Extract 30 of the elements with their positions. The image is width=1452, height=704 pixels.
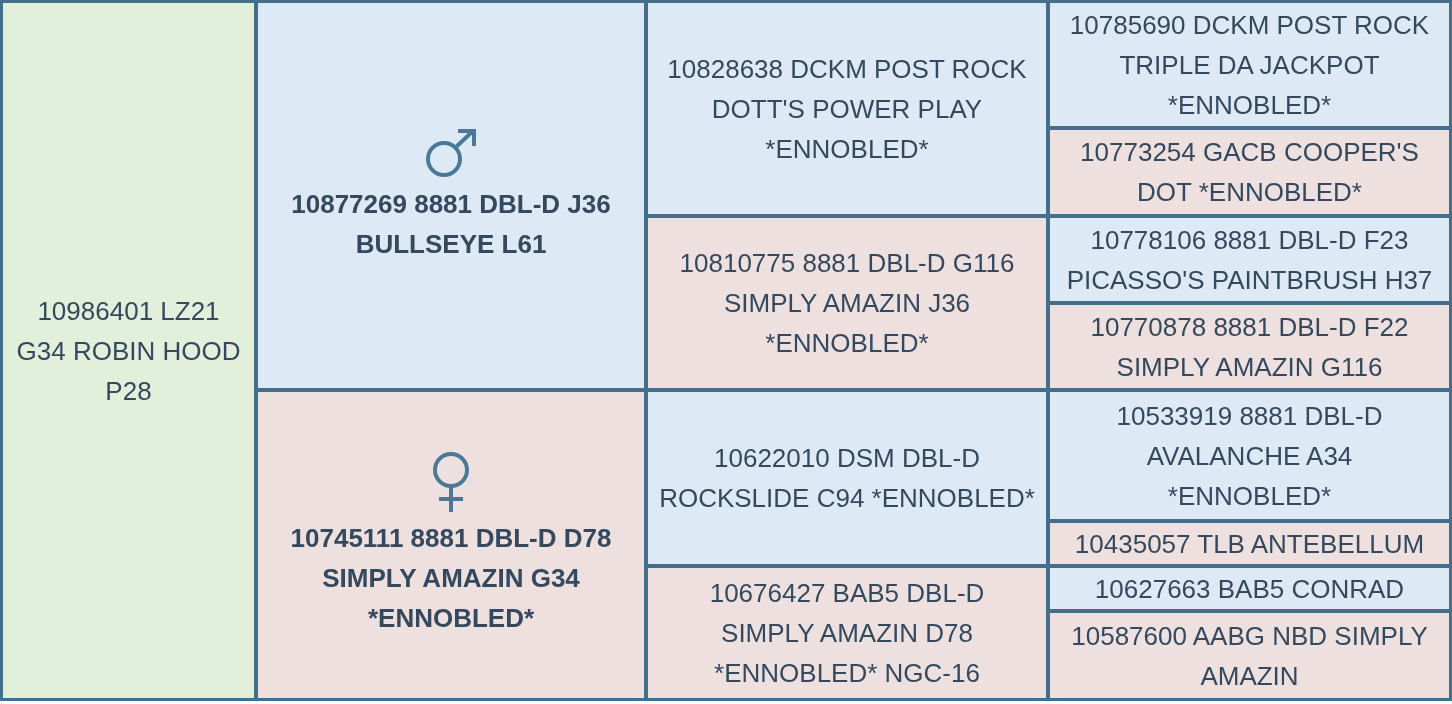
parent-name: 10877269 8881 DBL-D J36 BULLSEYE L61 (290, 187, 612, 261)
pedigree-cell (1050, 305, 1449, 388)
pedigree-cell (1050, 392, 1449, 519)
ancestor-name: 10810775 8881 DBL-D G116 SIMPLY AMAZIN J36 *ENNOBLED* (678, 247, 1016, 360)
pedigree-cell (648, 568, 1046, 698)
pedigree-cell (648, 392, 1046, 564)
ancestor-name: 10676427 BAB5 DBL-D SIMPLY AMAZIN D78 *ENNOBLED* NGC-16 (708, 577, 986, 690)
pedigree-cell (1050, 568, 1449, 609)
pedigree-cell (258, 392, 644, 698)
parent-name: 10745111 8881 DBL-D D78 SIMPLY AMAZIN G34 *ENNOBLED* (289, 522, 613, 635)
pedigree-cell (1050, 613, 1449, 698)
pedigree-cell (1050, 3, 1449, 126)
pedigree-cell (1050, 130, 1449, 214)
ancestor-name: 10828638 DCKM POST ROCK DOTT'S POWER PLAY *ENNOBLED* (666, 52, 1028, 166)
pedigree-cell (1050, 523, 1449, 564)
ancestor-name: 10785690 DCKM POST ROCK TRIPLE DA JACKPOT *ENNOBLED* (1068, 8, 1431, 122)
ancestor-name: 10587600 AABG NBD SIMPLY AMAZIN (1070, 619, 1429, 693)
ancestor-name: 10533919 8881 DBL-D AVALANCHE A34 *ENNOBLED* (1115, 399, 1384, 513)
ancestor-name: 10778106 8881 DBL-D F23 PICASSO'S PAINTBRUSH H37 (1065, 223, 1434, 297)
ancestor-name: 10622010 DSM DBL-D ROCKSLIDE C94 *ENNOBLED* (658, 442, 1036, 515)
pedigree-cell (648, 218, 1046, 388)
ancestor-name: 10435057 TLB ANTEBELLUM (1074, 527, 1425, 561)
pedigree-cell (648, 3, 1046, 214)
pedigree-cell (258, 3, 644, 388)
ancestor-name: 10773254 GACB COOPER'S DOT *ENNOBLED* (1079, 136, 1420, 209)
ancestor-name: 10627663 BAB5 CONRAD (1094, 572, 1405, 606)
ancestor-name: 10986401 LZ21 G34 ROBIN HOOD P28 (15, 294, 242, 408)
pedigree-cell (1050, 218, 1449, 301)
pedigree-cell (3, 3, 254, 698)
ancestor-name: 10770878 8881 DBL-D F22 SIMPLY AMAZIN G116 (1089, 310, 1410, 384)
